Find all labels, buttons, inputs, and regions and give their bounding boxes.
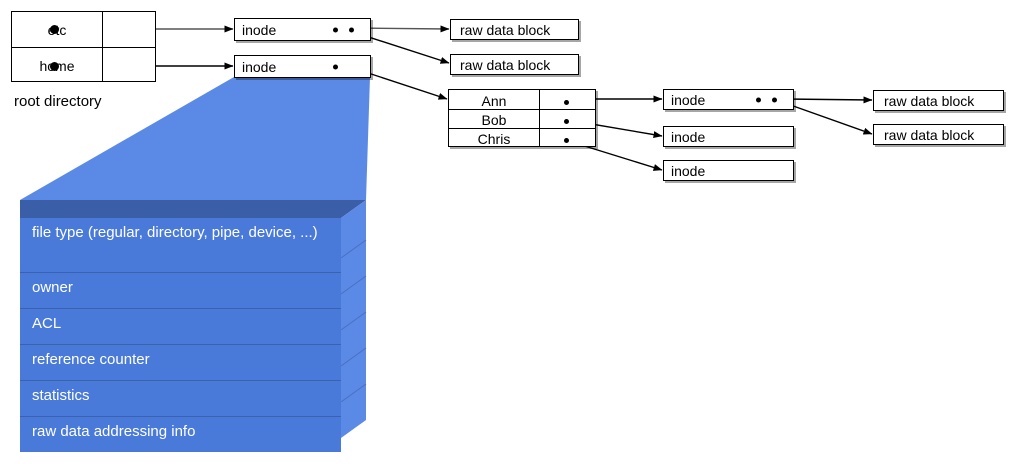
raw-data-block-ann-2[interactable]: raw data block	[873, 124, 1004, 145]
raw-data-block-etc-1[interactable]: raw data block	[450, 19, 579, 40]
stack-row-label: owner	[32, 279, 73, 296]
stack-row-label: raw data addressing info	[32, 423, 196, 440]
root-dir-column-divider	[102, 12, 103, 81]
stack-row-owner: owner	[20, 272, 341, 308]
inode-box-bob[interactable]: inode	[663, 126, 794, 147]
stack-row-acl: ACL	[20, 308, 341, 344]
inode-label: inode	[671, 162, 706, 179]
raw-data-block-label: raw data block	[884, 92, 975, 109]
home-dir-entry-name-ann: Ann	[481, 93, 507, 109]
raw-data-block-label: raw data block	[460, 21, 551, 38]
stack-row-label: ACL	[32, 315, 62, 332]
root-directory-table[interactable]: etc home	[11, 11, 156, 82]
inode-pointer-dot-1[interactable]	[333, 27, 338, 32]
stack-side-sep-3	[340, 311, 367, 331]
inode-pointer-dot-2[interactable]	[349, 27, 354, 32]
inode-pointer-dot-1[interactable]	[333, 64, 338, 69]
inode-box-home[interactable]: inode	[234, 55, 371, 78]
home-dir-row-divider-2	[449, 128, 595, 129]
raw-data-block-label: raw data block	[884, 126, 975, 143]
root-dir-pointer-dot-home[interactable]	[50, 62, 59, 71]
root-dir-pointer-dot-etc[interactable]	[50, 25, 59, 34]
arrow-inode-ann-to-rdb1	[783, 96, 873, 104]
raw-data-block-etc-2[interactable]: raw data block	[450, 54, 579, 75]
stack-side-sep-2	[340, 275, 367, 295]
root-dir-row-divider	[12, 47, 155, 48]
inode-label: inode	[671, 128, 706, 145]
stack-row-reference-counter: reference counter	[20, 344, 341, 380]
home-dir-pointer-dot-ann[interactable]	[564, 100, 569, 105]
stack-side-sep-5	[340, 383, 367, 403]
home-dir-row-divider-1	[449, 109, 595, 110]
stack-side-sep-1	[340, 239, 367, 259]
stack-row-label: file type (regular, directory, pipe, dev…	[32, 224, 318, 241]
home-dir-pointer-dot-chris[interactable]	[564, 138, 569, 143]
inode-box-etc[interactable]: inode	[234, 18, 371, 41]
home-dir-entry-name-chris: Chris	[477, 131, 511, 147]
stack-side-sep-4	[340, 347, 367, 367]
stack-side-face	[341, 200, 366, 438]
stack-row-statistics: statistics	[20, 380, 341, 416]
inode-pointer-dot-1[interactable]	[756, 97, 761, 102]
raw-data-block-ann-1[interactable]: raw data block	[873, 90, 1004, 111]
home-dir-column-divider	[539, 90, 540, 146]
raw-data-block-label: raw data block	[460, 56, 551, 73]
inode-box-chris[interactable]: inode	[663, 160, 794, 181]
stack-row-label: statistics	[32, 387, 90, 404]
stack-row-file-type: file type (regular, directory, pipe, dev…	[20, 218, 341, 272]
home-dir-pointer-dot-bob[interactable]	[564, 119, 569, 124]
inode-label: inode	[242, 58, 277, 75]
home-dir-entry-name-bob: Bob	[481, 112, 507, 128]
inode-label: inode	[671, 91, 706, 108]
root-directory-caption: root directory	[14, 93, 102, 110]
inode-label: inode	[242, 21, 277, 38]
stack-top-face	[20, 200, 366, 218]
stack-row-label: reference counter	[32, 351, 150, 368]
arrow-inode-ann-to-rdb2	[781, 101, 873, 135]
stack-row-raw-data-addressing-info: raw data addressing info	[20, 416, 341, 452]
inode-pointer-dot-2[interactable]	[772, 97, 777, 102]
inode-box-ann[interactable]: inode	[663, 89, 794, 110]
home-directory-table[interactable]: Ann Bob Chris	[448, 89, 596, 147]
